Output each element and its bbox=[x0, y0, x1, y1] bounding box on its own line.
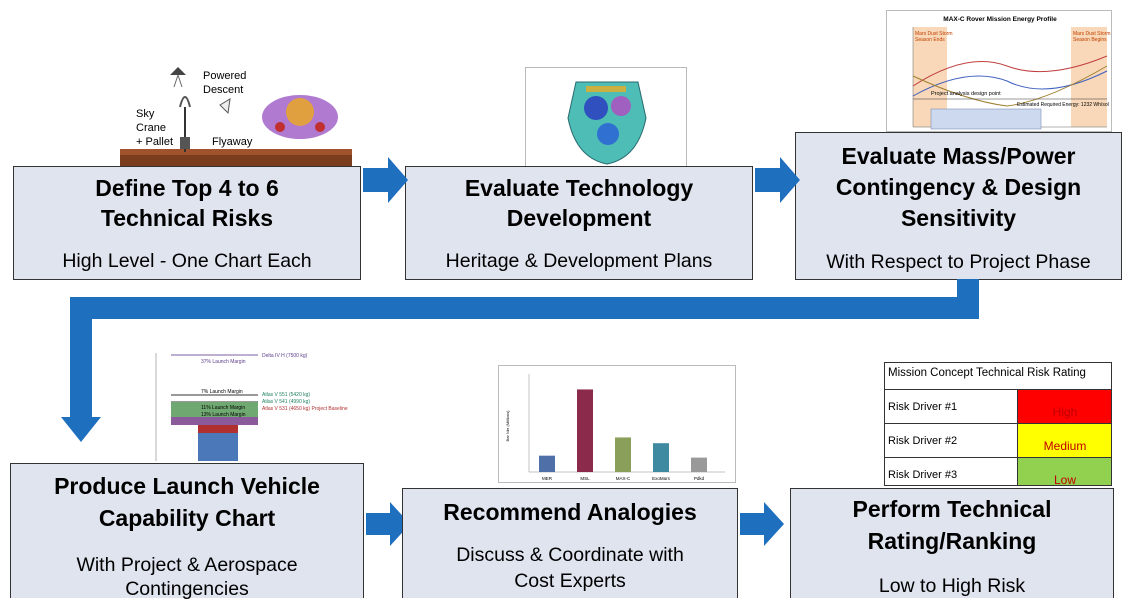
edl-label-sky: Sky bbox=[136, 108, 155, 120]
step-6-subtitle: Low to High Risk bbox=[878, 575, 1026, 597]
step-recommend-analogies: Recommend Analogies Discuss & Coordinate… bbox=[402, 488, 738, 598]
step-4-title-line-2: Capability Chart bbox=[98, 505, 276, 531]
energy-left-note-1: Mars Dust Storm bbox=[915, 31, 953, 37]
bar-label-mer: MER bbox=[542, 476, 553, 481]
edl-label-crane: Crane bbox=[136, 122, 166, 134]
connector-horizontal bbox=[70, 297, 979, 319]
launch-margin-1: 37% Launch Margin bbox=[201, 359, 246, 365]
edl-label-flyaway: Flyaway bbox=[212, 136, 253, 148]
step-launch-vehicle: Produce Launch Vehicle Capability Chart … bbox=[10, 463, 364, 600]
launch-margin-3: 11% Launch Margin bbox=[201, 405, 245, 411]
launch-vehicle-1: Delta IV H (7500 kg) bbox=[262, 353, 308, 359]
bar-exomars bbox=[653, 443, 669, 472]
risk-driver-3: Risk Driver #3 bbox=[888, 469, 958, 481]
risk-table-header: Mission Concept Technical Risk Rating bbox=[885, 363, 1111, 390]
risk-rating-high: High bbox=[1017, 390, 1111, 423]
analogy-bar-chart: Bar Nbr (Millions) MER MSL MAX-C ExoMars Pdk… bbox=[498, 365, 736, 483]
risk-driver-1: Risk Driver #1 bbox=[888, 401, 958, 413]
energy-required: Estimated Required Energy: 1232 Wh/sol bbox=[1017, 102, 1109, 108]
step-1-title-line-2: Technical Risks bbox=[100, 205, 274, 231]
launch-capability-chart: 37% Launch Margin 7% Launch Margin 11% L… bbox=[126, 343, 352, 461]
edl-label-pallet: + Pallet bbox=[136, 136, 173, 148]
bar-chart-ylabel: Bar Nbr (Millions) bbox=[505, 410, 510, 442]
step-3-title-line-2: Contingency & Design bbox=[835, 174, 1082, 200]
risk-rating-table: Mission Concept Technical Risk Rating Ri… bbox=[884, 362, 1112, 486]
arrow-right-2 bbox=[755, 157, 800, 203]
step-6-title-line-2: Rating/Ranking bbox=[867, 528, 1037, 554]
bar-label-msl: MSL bbox=[580, 476, 590, 481]
bar-label-pdkd: Pdkd bbox=[694, 476, 705, 481]
step-3-title-line-1: Evaluate Mass/Power bbox=[841, 143, 1076, 169]
step-define-risks: Define Top 4 to 6 Technical Risks High L… bbox=[13, 166, 361, 280]
bar-pdkd bbox=[691, 457, 707, 472]
energy-right-note-1: Mars Dust Storm bbox=[1073, 31, 1111, 37]
step-3-title-line-3: Sensitivity bbox=[900, 205, 1017, 231]
energy-profile-chart: MAX-C Rover Mission Energy Profile Mars … bbox=[886, 10, 1112, 132]
risk-rating-medium: Medium bbox=[1017, 424, 1111, 457]
spacecraft-cutaway-image bbox=[525, 67, 687, 169]
bar-mer bbox=[539, 455, 555, 472]
step-technology-development: Evaluate Technology Development Heritage… bbox=[405, 166, 753, 280]
edl-illustration: Powered Descent Sky Crane + Pallet Flyaw… bbox=[120, 57, 352, 170]
energy-left-note-2: Season Ends bbox=[915, 37, 945, 43]
edl-label-powered: Powered bbox=[203, 70, 246, 82]
connector-vertical-left bbox=[70, 297, 92, 419]
arrow-right-4 bbox=[740, 502, 784, 546]
arrow-down bbox=[61, 417, 101, 442]
step-3-subtitle: With Respect to Project Phase bbox=[826, 251, 1091, 273]
launch-vehicle-2: Atlas V 551 (5420 kg) bbox=[262, 392, 310, 398]
step-2-title-line-2: Development bbox=[506, 205, 652, 231]
edl-label-descent: Descent bbox=[203, 84, 243, 96]
bar-label-exomars: ExoMars bbox=[652, 476, 671, 481]
step-technical-rating: Perform Technical Rating/Ranking Low to … bbox=[790, 488, 1114, 598]
step-1-title-line-1: Define Top 4 to 6 bbox=[95, 175, 279, 201]
launch-margin-2: 7% Launch Margin bbox=[201, 389, 243, 395]
step-4-subtitle-line-1: With Project & Aerospace bbox=[76, 554, 298, 576]
step-6-title-line-1: Perform Technical bbox=[852, 496, 1052, 522]
energy-annotation: Project analysis design point bbox=[931, 91, 1001, 97]
energy-right-note-2: Season Begins bbox=[1073, 37, 1107, 43]
bar-max-c bbox=[615, 437, 631, 472]
risk-rating-low: Low bbox=[1017, 458, 1111, 485]
energy-chart-title: MAX-C Rover Mission Energy Profile bbox=[943, 16, 1057, 23]
launch-vehicle-3: Atlas V 541 (4990 kg) bbox=[262, 399, 310, 405]
arrow-right-3 bbox=[366, 502, 410, 546]
arrow-right-1 bbox=[363, 157, 408, 203]
bar-label-max-c: MAX-C bbox=[616, 476, 631, 481]
step-5-subtitle-line-1: Discuss & Coordinate with bbox=[456, 544, 684, 566]
bar-msl bbox=[577, 389, 593, 472]
step-2-title-line-1: Evaluate Technology bbox=[464, 175, 694, 201]
launch-margin-4: 13% Launch Margin bbox=[201, 412, 246, 418]
step-4-title-line-1: Produce Launch Vehicle bbox=[54, 473, 320, 499]
step-5-subtitle-line-2: Cost Experts bbox=[514, 570, 626, 592]
step-2-subtitle: Heritage & Development Plans bbox=[445, 250, 713, 272]
step-4-subtitle-line-2: Contingencies bbox=[125, 578, 249, 600]
launch-vehicle-4: Atlas V 531 (4650 kg) Project Baseline bbox=[262, 406, 348, 412]
risk-driver-2: Risk Driver #2 bbox=[888, 435, 958, 447]
step-5-title-line-1: Recommend Analogies bbox=[443, 499, 697, 525]
step-1-subtitle: High Level - One Chart Each bbox=[62, 250, 312, 272]
